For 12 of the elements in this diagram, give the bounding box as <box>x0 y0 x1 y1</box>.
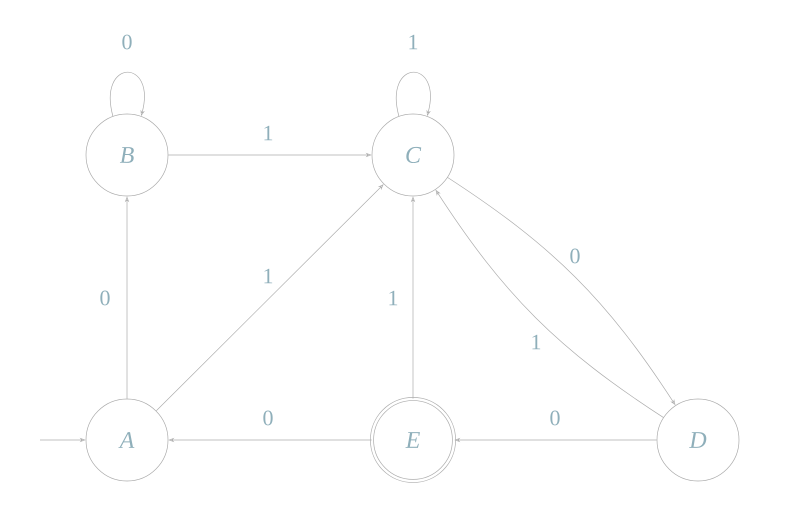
arrow <box>110 72 145 116</box>
edge-label: 1 <box>406 34 420 50</box>
edge-label: 0 <box>120 34 134 50</box>
edge-label: 0 <box>262 410 274 426</box>
edge-label: 1 <box>386 290 400 306</box>
edge-label: 0 <box>548 410 562 426</box>
edge-label: 1 <box>530 334 542 350</box>
edge-label: 0 <box>98 290 112 306</box>
arrow <box>396 72 431 116</box>
edge-label: 1 <box>262 268 274 284</box>
edge-label: 1 <box>262 124 274 142</box>
edge-label: 0 <box>568 248 582 264</box>
